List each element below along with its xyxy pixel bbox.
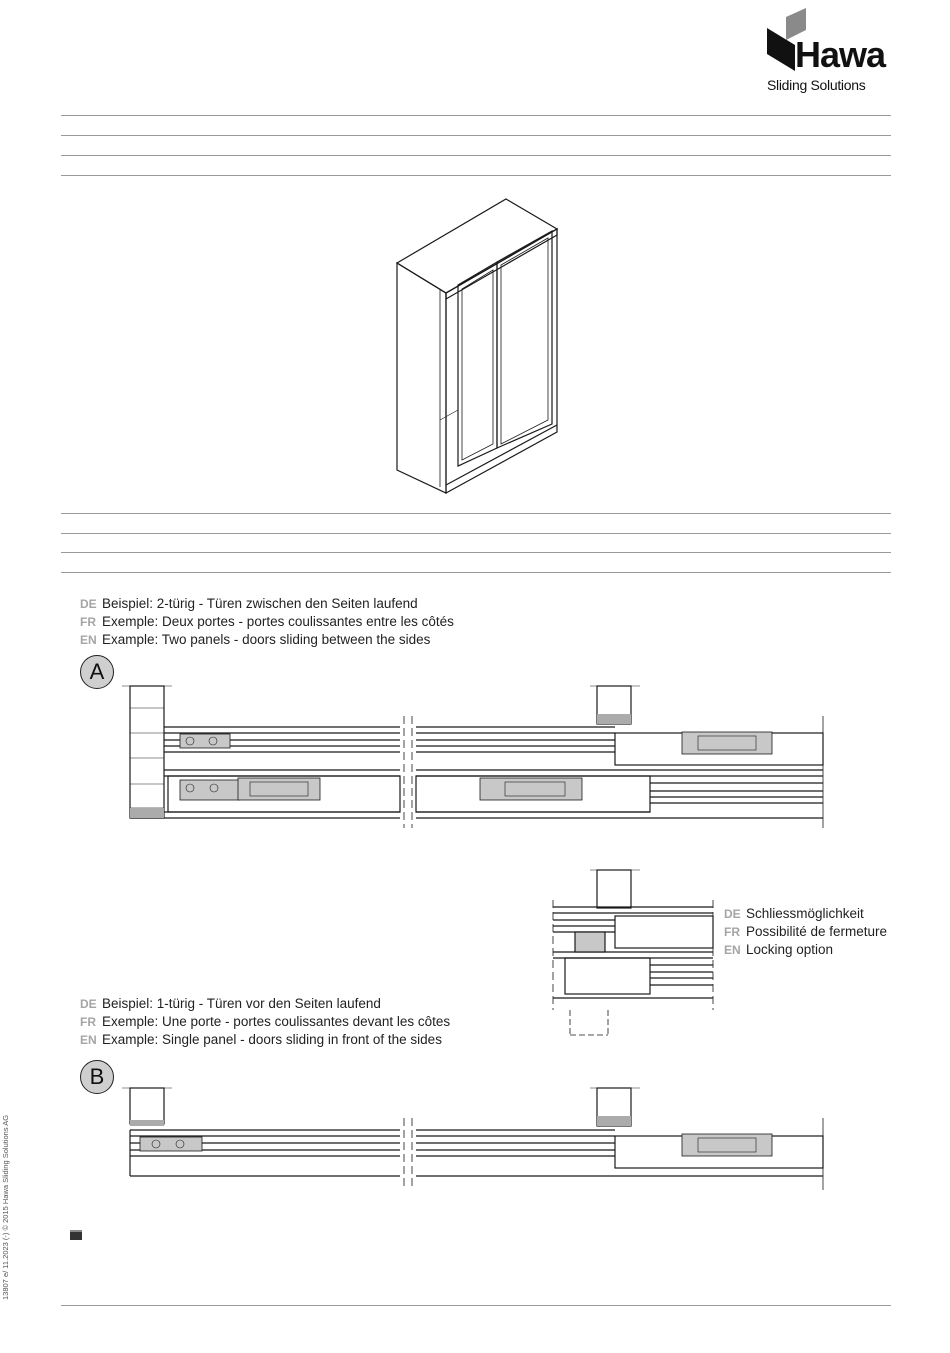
- brand-name: Hawa: [795, 34, 886, 75]
- wardrobe-illustration: [395, 198, 559, 495]
- note-marker-icon: [70, 1230, 82, 1240]
- section-rule: [61, 552, 891, 553]
- section-rule: [61, 533, 891, 534]
- header-rule: [61, 175, 891, 176]
- brand-tagline: Sliding Solutions: [767, 77, 866, 93]
- header-rule: [61, 135, 891, 136]
- document-side-note: 13807 e/ 11.2023 (-) © 2015 Hawa Sliding…: [1, 1114, 10, 1300]
- header-rule: [61, 115, 891, 116]
- header-rule: [61, 155, 891, 156]
- section-a-badge: A: [80, 655, 114, 689]
- section-rule: [61, 572, 891, 573]
- footer-rule: [61, 1305, 891, 1306]
- section-b-drawing: [122, 1087, 824, 1190]
- section-rule: [61, 513, 891, 514]
- section-b-badge: B: [80, 1060, 114, 1094]
- locking-option-drawing: [552, 869, 714, 1036]
- section-a-drawing: [122, 685, 824, 828]
